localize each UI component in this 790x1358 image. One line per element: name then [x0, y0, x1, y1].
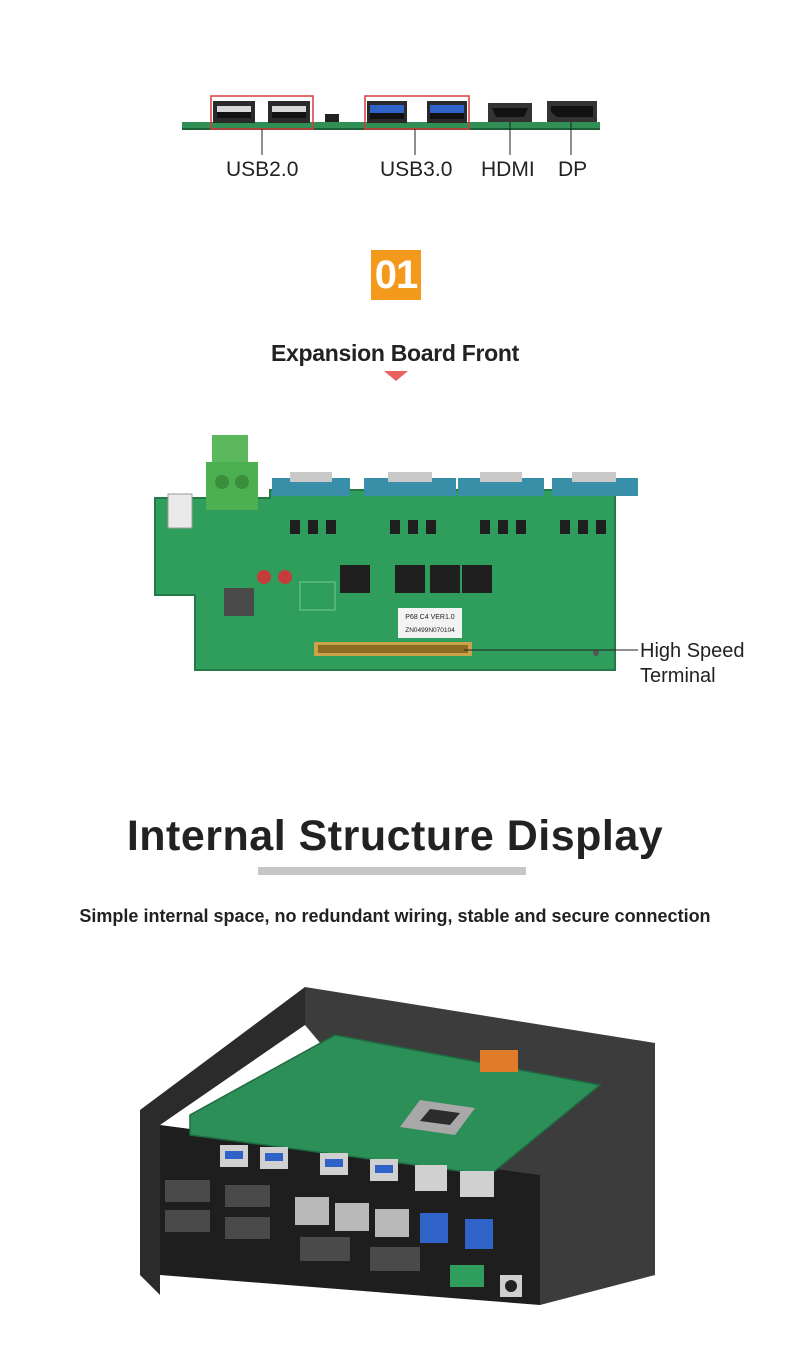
- high-speed-callout-line2: Terminal: [640, 665, 716, 687]
- usb3-label: USB3.0: [380, 158, 453, 181]
- high-speed-terminal-icon: [314, 642, 472, 656]
- internal-structure-title: Internal Structure Display: [126, 812, 664, 860]
- front-ports-icon: [165, 1145, 522, 1297]
- port-strip-image: [182, 95, 600, 155]
- usb2-port-icon: [213, 101, 310, 123]
- dp-port-icon: [547, 101, 597, 122]
- silkscreen-serial: ZN0499N070104: [405, 627, 455, 634]
- hdmi-port-icon: [488, 103, 532, 122]
- usb3-port-icon: [367, 101, 467, 123]
- expansion-board-image: P68 C4 VER1.0 ZN0499N070104: [140, 420, 650, 680]
- serial-port-icon: [272, 472, 638, 496]
- usb2-label: USB2.0: [226, 158, 299, 181]
- internal-structure-subtitle: Simple internal space, no redundant wiri…: [79, 906, 711, 926]
- power-terminal-icon: [206, 435, 258, 510]
- high-speed-callout-line1: High Speed: [640, 640, 745, 662]
- title-underline: [258, 867, 526, 875]
- section-number-badge: 01: [371, 250, 421, 300]
- dp-label: DP: [558, 158, 588, 181]
- down-arrow-icon: [384, 371, 408, 381]
- silkscreen-version: P68 C4 VER1.0: [405, 614, 455, 621]
- hdmi-label: HDMI: [481, 158, 535, 181]
- port-strip: USB2.0 USB3.0 HDMI DP: [0, 0, 790, 200]
- expansion-board-title: Expansion Board Front: [271, 340, 519, 366]
- internal-structure-image: [130, 975, 660, 1315]
- cpu-chip-icon: [400, 1100, 475, 1135]
